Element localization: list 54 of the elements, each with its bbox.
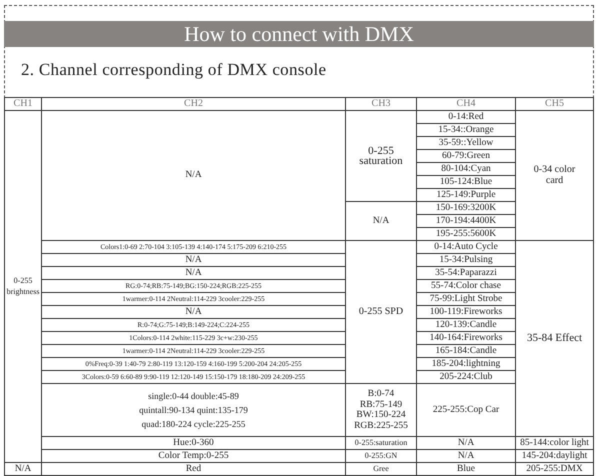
title-banner: How to connect with DMX — [4, 21, 594, 47]
header-cell: CH4 — [417, 98, 515, 110]
table-cell: 125-149:Purple — [417, 189, 515, 201]
table-cell: 0-34 color card — [516, 111, 593, 240]
table-cell: 0-255 SPD — [346, 241, 416, 383]
table-cell: N/A — [42, 306, 345, 318]
table-cell: 75-99:Light Strobe — [417, 293, 515, 305]
table-cell: 85-144:color light — [516, 437, 593, 449]
table-cell: N/A — [346, 202, 416, 240]
table-cell: N/A — [5, 463, 41, 475]
header-cell: CH1 — [5, 98, 41, 110]
table-cell: N/A — [42, 254, 345, 266]
table-cell: N/A — [42, 267, 345, 279]
table-cell: 35-59::Yellow — [417, 137, 515, 149]
table-cell: 225-255:Cop Car — [417, 384, 515, 436]
table-cell: single:0-44 double:45-89 quintall:90-134 quint:135-179 quad:180-224 cycle:225-255 — [42, 384, 345, 436]
table-cell: 80-104:Cyan — [417, 163, 515, 175]
table-cell: 170-194:4400K — [417, 215, 515, 227]
table-cell: B:0-74 RB:75-149 BW:150-224 RGB:225-255 — [346, 384, 416, 436]
table-cell: 185-204:lightning — [417, 358, 515, 370]
table-cell: 140-164:Fireworks — [417, 332, 515, 344]
table-cell: 100-119:Fireworks — [417, 306, 515, 318]
table-cell: 150-169:3200K — [417, 202, 515, 214]
table-cell: Hue:0-360 — [42, 437, 345, 449]
table-cell: 0-14:Auto Cycle — [417, 241, 515, 253]
table-cell: 0-255 saturation — [346, 111, 416, 201]
header-cell: CH5 — [516, 98, 593, 110]
table-cell: N/A — [417, 437, 515, 449]
table-cell: Red — [42, 463, 345, 475]
table-cell: Blue — [417, 463, 515, 475]
table-cell: 15-34::Orange — [417, 124, 515, 136]
table-cell: 0-255:saturation — [346, 437, 416, 449]
table-cell: 195-255:5600K — [417, 228, 515, 240]
table-cell: 120-139:Candle — [417, 319, 515, 331]
header-cell: CH2 — [42, 98, 345, 110]
table-cell: 205-255:DMX — [516, 463, 593, 475]
table-cell: 205-224:Club — [417, 371, 515, 383]
table-cell: N/A — [417, 450, 515, 462]
table-cell: 145-204:daylight — [516, 450, 593, 462]
table-cell: 0-255 brightness — [5, 111, 41, 462]
table-cell: 35-84 Effect — [516, 241, 593, 436]
table-cell: 0-255:GN — [346, 450, 416, 462]
table-cell: 105-124:Blue — [417, 176, 515, 188]
table-cell: 165-184:Candle — [417, 345, 515, 357]
table-cell: Color Temp:0-255 — [42, 450, 345, 462]
table-cell: Gree — [346, 463, 416, 475]
table-cell: N/A — [42, 111, 345, 240]
table-cell: 15-34:Pulsing — [417, 254, 515, 266]
section-heading: 2. Channel corresponding of DMX console — [21, 60, 326, 80]
table-cell: 35-54:Paparazzi — [417, 267, 515, 279]
table-cell: 60-79:Green — [417, 150, 515, 162]
table-cell: 55-74:Color chase — [417, 280, 515, 292]
header-cell: CH3 — [346, 98, 416, 110]
table-cell: 0-14:Red — [417, 111, 515, 123]
